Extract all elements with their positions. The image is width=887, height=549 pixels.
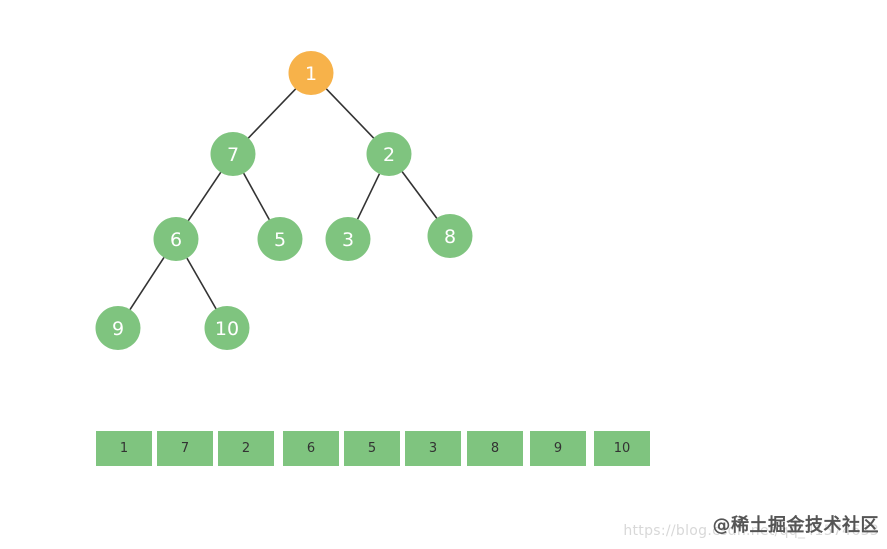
node-circle [427, 214, 473, 258]
node-label: 5 [274, 229, 286, 251]
node-circle [257, 217, 303, 261]
tree-node-10: 10 [204, 306, 250, 350]
tree-node-1: 1 [288, 51, 334, 95]
tree-edge [325, 88, 375, 139]
tree-edge [242, 172, 271, 221]
node-label: 7 [227, 144, 239, 166]
node-label: 8 [444, 226, 456, 248]
tree-edge [356, 173, 381, 220]
tree-edge [247, 88, 297, 139]
tree-node-6: 6 [153, 217, 199, 261]
tree-edge [129, 256, 165, 311]
watermark-brand: @稀土掘金技术社区 [712, 515, 879, 536]
node-label: 1 [305, 63, 317, 85]
node-label: 2 [383, 144, 395, 166]
root-node-circle [288, 51, 334, 95]
watermark: https://blog.csdn.net/qq_41574633 @稀土掘金技… [623, 511, 880, 539]
node-label: 9 [112, 318, 124, 340]
node-circle [204, 306, 250, 350]
tree-edge [187, 171, 222, 222]
tree-node-5: 5 [257, 217, 303, 261]
node-label: 10 [215, 318, 239, 340]
node-circle [325, 217, 371, 261]
node-circle [366, 132, 412, 176]
node-circle [210, 132, 256, 176]
tree-node-8: 8 [427, 214, 473, 258]
tree-edge [401, 171, 438, 219]
tree-node-3: 3 [325, 217, 371, 261]
tree-edge [186, 257, 217, 310]
tree-node-9: 9 [95, 306, 141, 350]
node-label: 3 [342, 229, 354, 251]
tree-node-7: 7 [210, 132, 256, 176]
tree-node-2: 2 [366, 132, 412, 176]
node-label: 6 [170, 229, 182, 251]
node-circle [153, 217, 199, 261]
node-circle [95, 306, 141, 350]
watermark-url: https://blog.csdn.net/qq_41574633 [623, 523, 879, 539]
